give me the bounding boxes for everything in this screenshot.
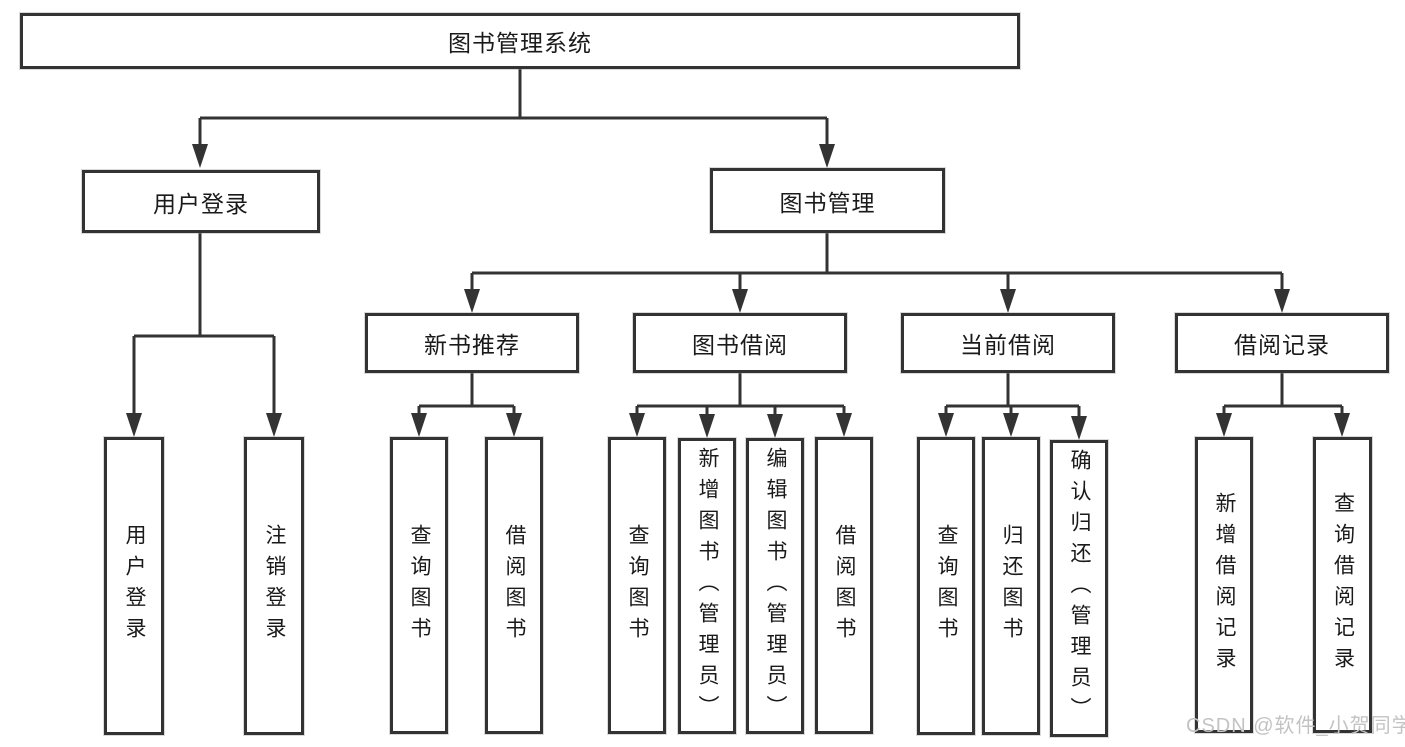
node-user-login: 用户登录 bbox=[82, 170, 320, 233]
leaf-borrow-books-label: 借阅图书 bbox=[833, 523, 857, 648]
leaf-query-books-borrow: 查询图书 bbox=[608, 437, 666, 734]
leaf-return-books: 归还图书 bbox=[982, 437, 1040, 735]
node-current-borrow-label: 当前借阅 bbox=[960, 332, 1056, 358]
leaf-logout-label: 注销登录 bbox=[263, 524, 287, 648]
csdn-watermark: CSDN @软件_小贺同学 bbox=[1186, 715, 1405, 737]
node-new-book-recommend: 新书推荐 bbox=[365, 313, 579, 373]
node-book-borrow-label: 图书借阅 bbox=[692, 332, 788, 358]
leaf-user-login: 用户登录 bbox=[104, 437, 164, 735]
leaf-query-books-borrow-label: 查询图书 bbox=[626, 523, 650, 648]
node-book-management: 图书管理 bbox=[710, 168, 945, 233]
leaf-add-book-admin-label: 新增图书（管理员） bbox=[696, 446, 720, 726]
leaf-edit-book-admin: 编辑图书（管理员） bbox=[746, 438, 804, 734]
node-root-label: 图书管理系统 bbox=[448, 30, 592, 56]
leaf-edit-book-admin-label: 编辑图书（管理员） bbox=[764, 446, 788, 726]
leaf-user-login-label: 用户登录 bbox=[123, 524, 147, 648]
node-current-borrow: 当前借阅 bbox=[901, 313, 1115, 373]
leaf-query-books-current-label: 查询图书 bbox=[935, 524, 959, 648]
node-borrow-records-label: 借阅记录 bbox=[1234, 332, 1330, 358]
leaf-borrow-books-recommend-label: 借阅图书 bbox=[503, 523, 527, 648]
leaf-query-books-recommend: 查询图书 bbox=[390, 437, 448, 734]
leaf-borrow-books: 借阅图书 bbox=[815, 437, 873, 734]
leaf-add-borrow-record: 新增借阅记录 bbox=[1195, 437, 1253, 733]
node-user-login-label: 用户登录 bbox=[153, 190, 249, 217]
node-book-management-label: 图书管理 bbox=[779, 189, 876, 216]
node-book-borrow: 图书借阅 bbox=[633, 313, 847, 373]
leaf-add-book-admin: 新增图书（管理员） bbox=[678, 438, 736, 734]
leaf-confirm-return-admin: 确认归还（管理员） bbox=[1050, 440, 1108, 737]
leaf-confirm-return-admin-label: 确认归还（管理员） bbox=[1068, 449, 1092, 728]
leaf-return-books-label: 归还图书 bbox=[1000, 524, 1024, 648]
leaf-borrow-books-recommend: 借阅图书 bbox=[485, 437, 543, 734]
leaf-query-books-current: 查询图书 bbox=[917, 437, 975, 735]
leaf-logout: 注销登录 bbox=[244, 437, 304, 735]
leaf-add-borrow-record-label: 新增借阅记录 bbox=[1213, 492, 1237, 678]
arrowheads bbox=[126, 144, 1350, 440]
node-root: 图书管理系统 bbox=[20, 13, 1020, 69]
node-borrow-records: 借阅记录 bbox=[1175, 313, 1389, 373]
node-new-book-recommend-label: 新书推荐 bbox=[424, 332, 520, 358]
leaf-query-borrow-record-label: 查询借阅记录 bbox=[1331, 492, 1355, 678]
leaf-query-books-recommend-label: 查询图书 bbox=[408, 523, 432, 648]
leaf-query-borrow-record: 查询借阅记录 bbox=[1313, 437, 1372, 733]
